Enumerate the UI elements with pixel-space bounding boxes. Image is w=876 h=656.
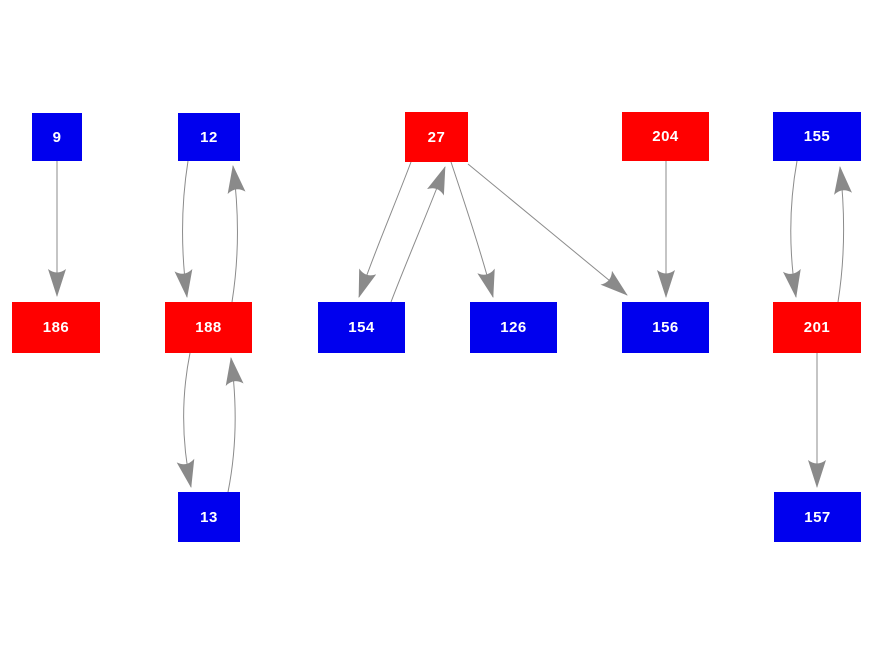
- node-label: 156: [652, 319, 679, 336]
- graph-node-157: 157: [774, 492, 861, 542]
- node-label: 186: [42, 319, 70, 336]
- node-label: 13: [200, 508, 218, 526]
- edge-12-188: [174, 160, 193, 298]
- node-label: 154: [348, 319, 375, 336]
- node-label: 9: [52, 128, 62, 146]
- edge-27-156: [467, 163, 628, 296]
- edge-27-154: [358, 161, 412, 298]
- node-label: 126: [500, 319, 527, 336]
- node-label: 204: [652, 128, 679, 145]
- graph-node-13: 13: [178, 492, 240, 542]
- node-label: 188: [195, 319, 222, 336]
- graph-node-186: 186: [12, 302, 100, 353]
- graph-node-126: 126: [470, 302, 557, 353]
- node-label: 201: [803, 319, 831, 336]
- edge-155-201: [782, 160, 801, 298]
- graph-node-12: 12: [178, 113, 240, 161]
- edge-27-126: [450, 161, 495, 298]
- edge-154-27: [390, 166, 446, 303]
- edge-188-13: [176, 352, 195, 488]
- graph-node-156: 156: [622, 302, 709, 353]
- graph-node-27: 27: [405, 112, 468, 162]
- graph-node-204: 204: [622, 112, 709, 161]
- edge-201-155: [834, 166, 852, 303]
- graph-node-154: 154: [318, 302, 405, 353]
- node-label: 155: [803, 128, 831, 145]
- edge-188-12: [227, 165, 246, 303]
- graph-node-188: 188: [165, 302, 252, 353]
- node-label: 157: [804, 508, 831, 526]
- graph-node-155: 155: [773, 112, 861, 161]
- graph-node-201: 201: [773, 302, 861, 353]
- graph-node-9: 9: [32, 113, 82, 161]
- edge-13-188: [225, 357, 244, 493]
- node-label: 12: [200, 128, 218, 146]
- node-label: 27: [427, 128, 446, 146]
